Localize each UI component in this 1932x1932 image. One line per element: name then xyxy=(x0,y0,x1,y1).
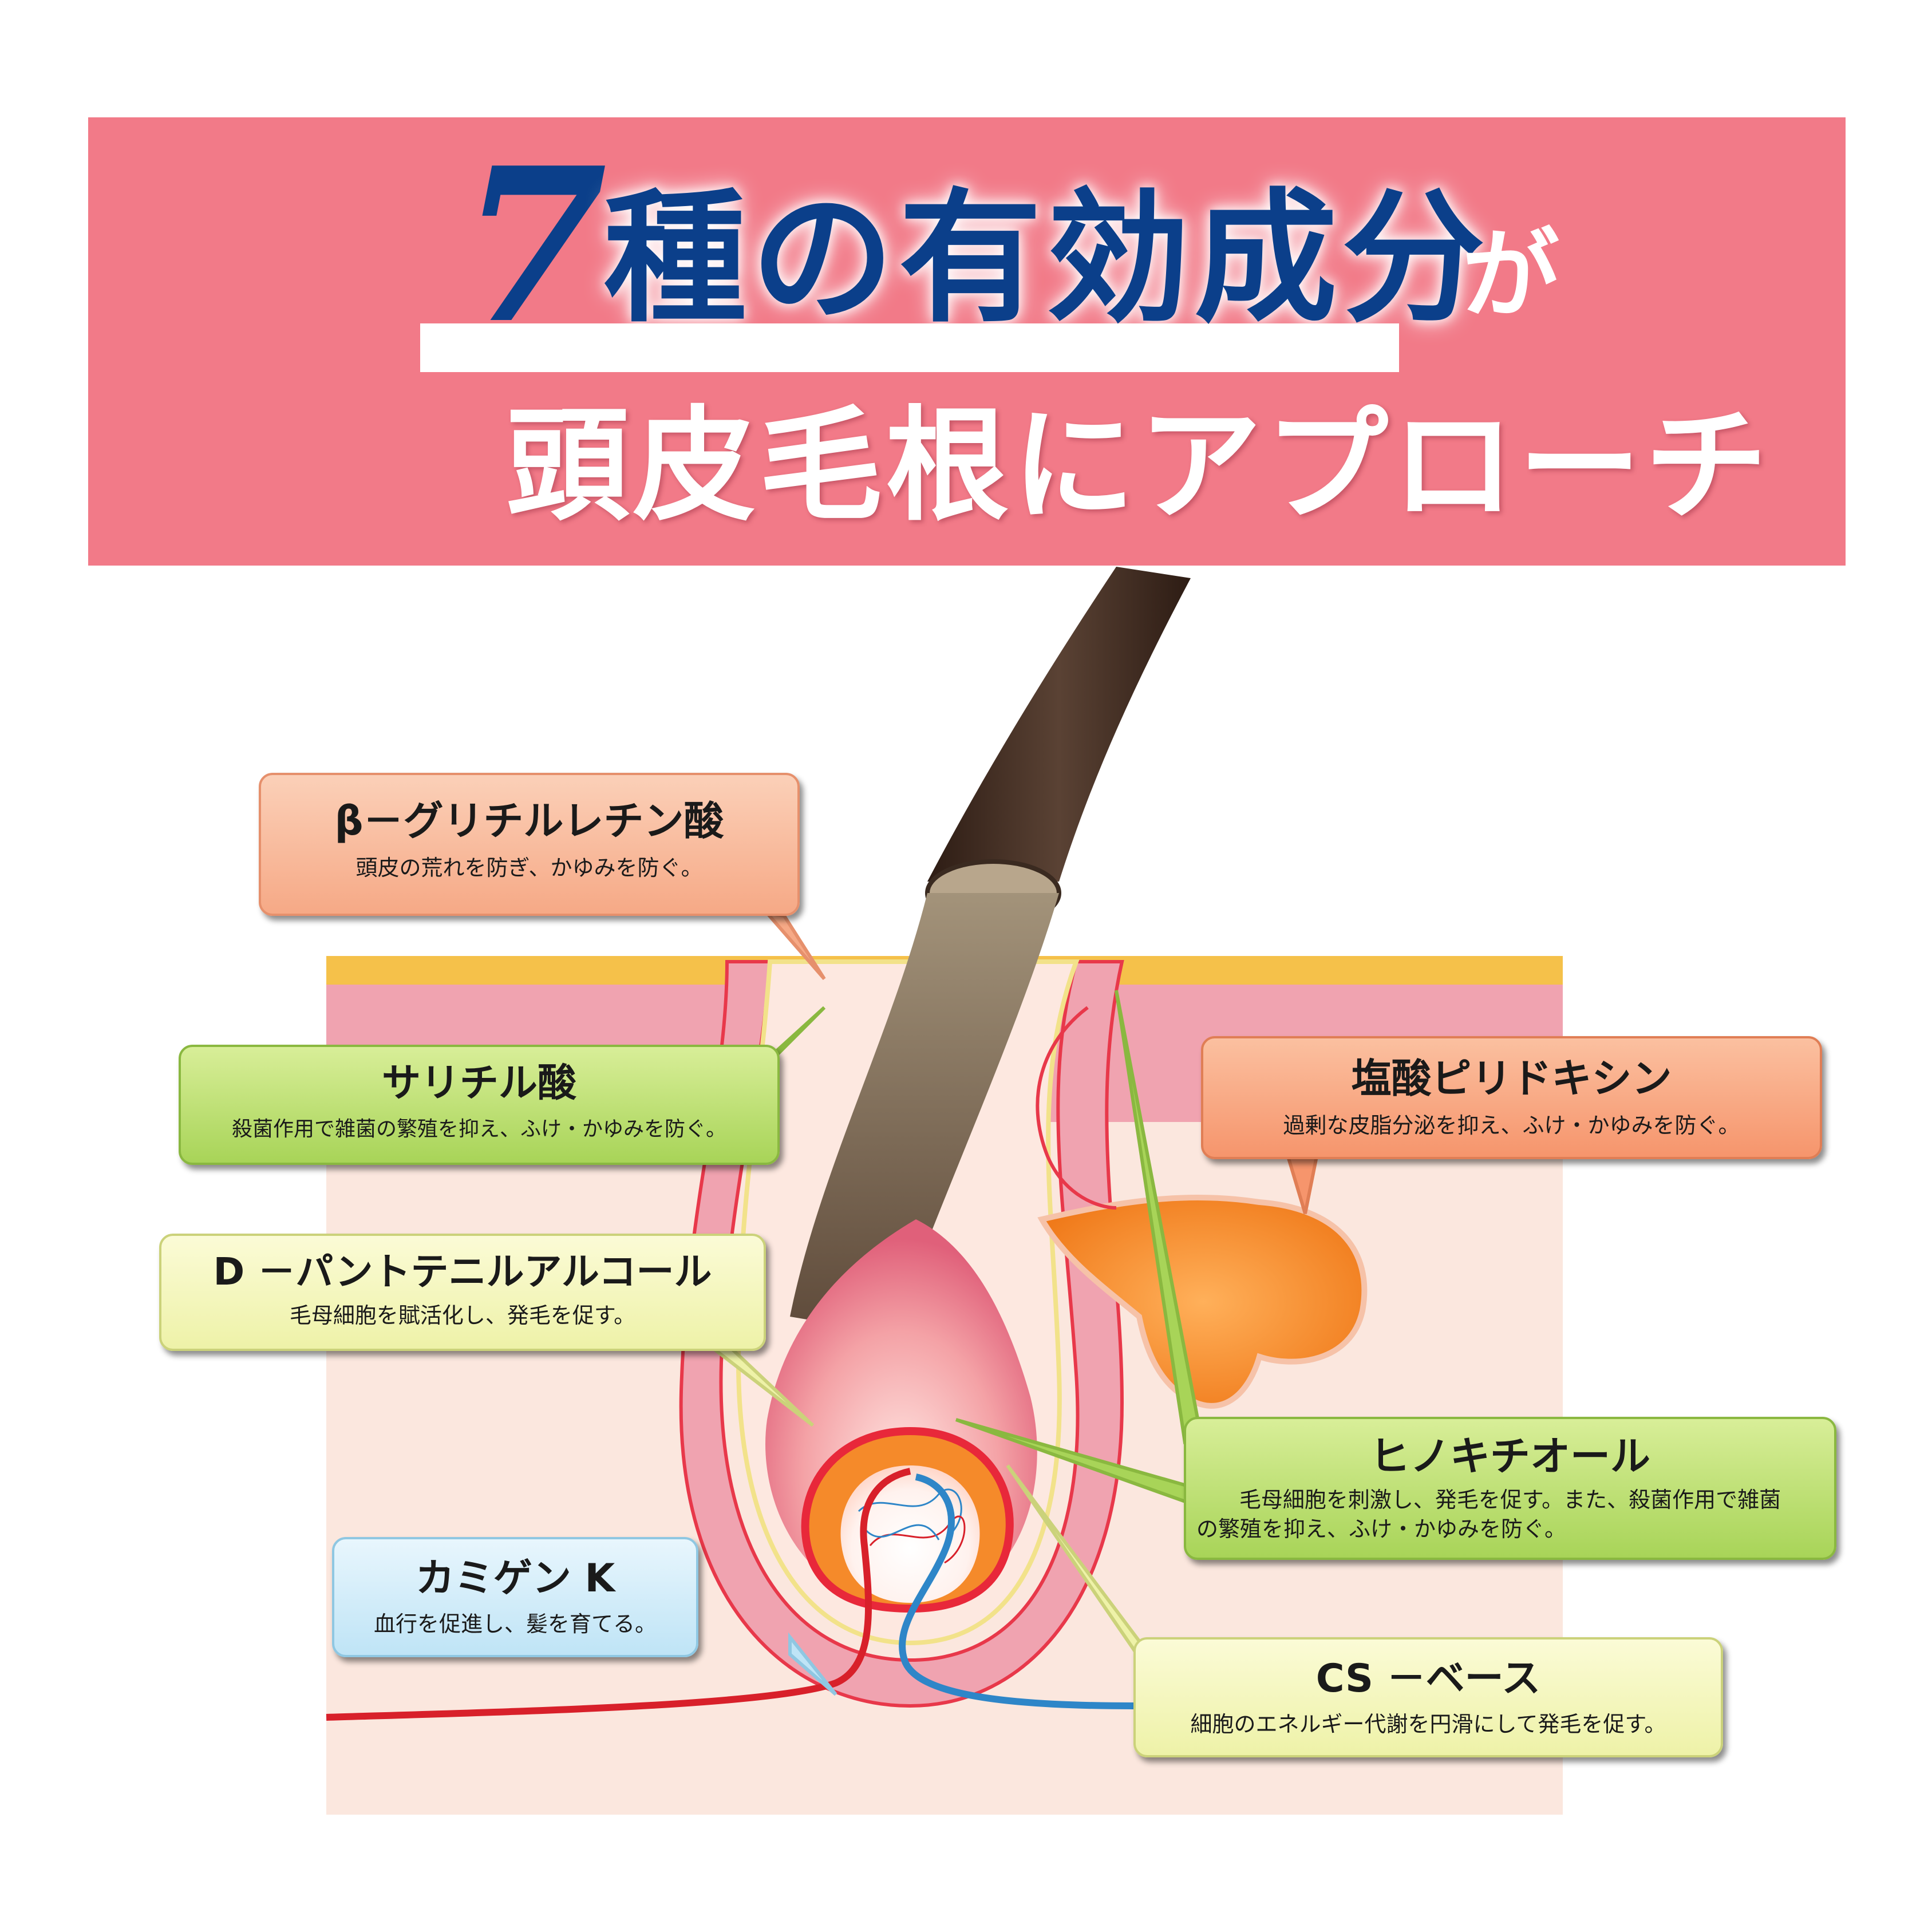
ingredient-name: カミゲン K xyxy=(415,1556,615,1601)
header-banner: 7 種の有効成分 が 頭皮毛根にアプローチ xyxy=(88,117,1846,566)
callout-kamigen-k: カミゲン K 血行を促進し、髪を育てる。 xyxy=(332,1537,698,1657)
subtitle: 頭皮毛根にアプローチ xyxy=(506,393,1771,538)
title-number: 7 xyxy=(460,122,608,370)
ingredient-desc: 毛母細胞を賦活化し、発毛を促す。 xyxy=(289,1303,636,1328)
title-particle: が xyxy=(1462,218,1560,332)
callout-pyridoxine-hydrochloride: 塩酸ピリドキシン 過剰な皮脂分泌を抑え、ふけ・かゆみを防ぐ。 xyxy=(1201,1036,1822,1159)
ingredient-name: CS －ベース xyxy=(1315,1656,1541,1701)
ingredient-name: サリチル酸 xyxy=(381,1061,576,1106)
callout-salicylic-acid: サリチル酸 殺菌作用で雑菌の繁殖を抑え、ふけ・かゆみを防ぐ。 xyxy=(179,1045,780,1165)
ingredient-name: ヒノキチオール xyxy=(1370,1433,1650,1480)
ingredient-name: β－グリチルレチン酸 xyxy=(334,797,724,844)
vein xyxy=(899,1473,1134,1709)
ingredient-desc: 殺菌作用で雑菌の繁殖を抑え、ふけ・かゆみを防ぐ。 xyxy=(231,1117,726,1141)
sebaceous-duct xyxy=(1036,1006,1117,1210)
sebaceous-gland xyxy=(1037,1194,1368,1409)
artery xyxy=(326,1468,911,1721)
ingredient-desc: 頭皮の荒れを防ぎ、かゆみを防ぐ。 xyxy=(355,855,703,880)
ingredient-name: D －パントテニルアルコール xyxy=(213,1250,712,1294)
ingredient-desc-line2: の繁殖を抑え、ふけ・かゆみを防ぐ。 xyxy=(1196,1516,1567,1542)
ingredient-desc: 細胞のエネルギー代謝を円滑にして発毛を促す。 xyxy=(1190,1712,1666,1737)
callout-pointers xyxy=(682,910,1319,1696)
ingredient-desc: 過剰な皮脂分泌を抑え、ふけ・かゆみを防ぐ。 xyxy=(1283,1113,1740,1138)
ingredient-name: 塩酸ピリドキシン xyxy=(1351,1055,1672,1102)
callout-cs-base: CS －ベース 細胞のエネルギー代謝を円滑にして発毛を促す。 xyxy=(1133,1637,1723,1757)
ingredient-desc: 血行を促進し、髪を育てる。 xyxy=(373,1611,657,1637)
callout-d-panthenol: D －パントテニルアルコール 毛母細胞を賦活化し、発毛を促す。 xyxy=(159,1234,766,1351)
title-main: 種の有効成分 xyxy=(603,173,1490,342)
follicle-sheath xyxy=(679,960,1124,1708)
hair-shaft xyxy=(927,567,1191,882)
title-underline-strip xyxy=(420,323,1399,372)
ingredient-desc-line1: 毛母細胞を刺激し、発毛を促す。また、殺菌作用で雑菌 xyxy=(1239,1487,1781,1512)
hair-root xyxy=(790,893,1059,1334)
pointer-kamigen xyxy=(788,1632,837,1696)
callout-glycyrrhetinic-acid: β－グリチルレチン酸 頭皮の荒れを防ぎ、かゆみを防ぐ。 xyxy=(259,773,800,916)
callout-hinokitiol: ヒノキチオール 毛母細胞を刺激し、発毛を促す。また、殺菌作用で雑菌 の繁殖を抑え… xyxy=(1184,1417,1836,1560)
